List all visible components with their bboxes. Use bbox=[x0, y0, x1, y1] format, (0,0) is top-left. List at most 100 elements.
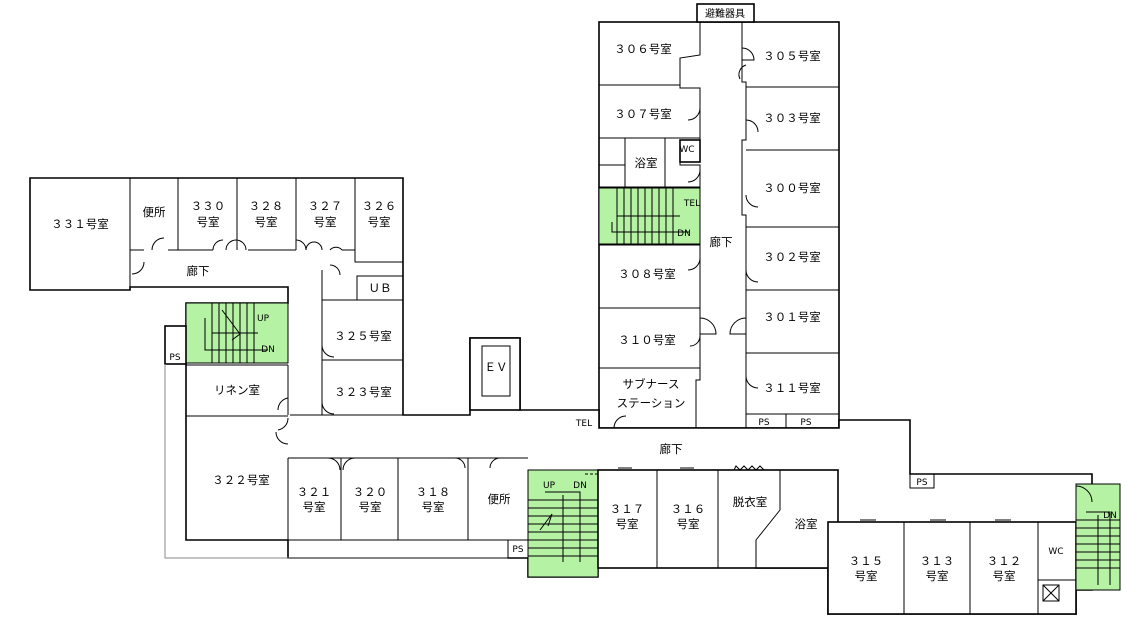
label-tel-south: TEL bbox=[575, 419, 592, 429]
elevator-shaft bbox=[481, 345, 511, 397]
door-toilet-s bbox=[489, 457, 501, 469]
label-301: ３０１号室 bbox=[763, 310, 821, 324]
ub-box bbox=[356, 275, 404, 301]
label-321-suffix: 号室 bbox=[303, 500, 326, 514]
door-bath bbox=[687, 169, 701, 183]
label-322: ３２２号室 bbox=[212, 473, 270, 487]
label-312-suffix: 号室 bbox=[993, 569, 1016, 583]
label-bath-north: 浴室 bbox=[635, 156, 658, 170]
label-up-west: UP bbox=[257, 314, 270, 324]
label-312-num: ３１２ bbox=[987, 554, 1022, 568]
label-toilet-south: 便所 bbox=[488, 492, 511, 506]
door-323 bbox=[321, 401, 335, 415]
door-ub bbox=[329, 264, 341, 276]
label-ps-east: PS bbox=[916, 478, 927, 488]
label-310: ３１０号室 bbox=[618, 333, 676, 347]
label-326-num: ３２６ bbox=[362, 199, 397, 213]
label-ps-b: PS bbox=[800, 418, 811, 428]
label-dn-west: DN bbox=[261, 345, 275, 355]
door-301 bbox=[729, 317, 747, 335]
label-331: ３３１号室 bbox=[51, 217, 109, 231]
label-311: ３１１号室 bbox=[763, 381, 821, 395]
label-toilet-west: 便所 bbox=[143, 205, 166, 219]
door-toilet-w bbox=[151, 237, 165, 251]
label-306: ３０６号室 bbox=[614, 42, 672, 56]
south-east-wing bbox=[527, 465, 1121, 615]
door-318 bbox=[454, 457, 466, 469]
north-corridor-east-wall bbox=[741, 22, 747, 428]
door-310 bbox=[699, 317, 717, 335]
label-changing: 脱衣室 bbox=[733, 495, 768, 509]
label-315-suffix: 号室 bbox=[855, 569, 878, 583]
label-corridor-north: 廊下 bbox=[710, 235, 733, 249]
door-322-b bbox=[275, 431, 289, 445]
elevator-outer bbox=[469, 337, 521, 411]
label-wc-east: WC bbox=[1048, 547, 1063, 557]
wall-changing-bath bbox=[755, 470, 781, 568]
label-321-num: ３２１ bbox=[297, 485, 332, 499]
label-303: ３０３号室 bbox=[763, 111, 821, 125]
door-305 bbox=[741, 47, 755, 61]
door-330 bbox=[212, 239, 224, 251]
south-stairs-treads bbox=[528, 491, 598, 562]
label-325: ３２５号室 bbox=[334, 329, 392, 343]
door-300 bbox=[745, 194, 759, 208]
label-327-num: ３２７ bbox=[308, 199, 343, 213]
door-307 bbox=[687, 107, 701, 121]
door-321 bbox=[327, 457, 341, 471]
label-326-suffix: 号室 bbox=[368, 215, 391, 229]
label-317-num: ３１７ bbox=[610, 502, 645, 516]
label-tel-north: TEL bbox=[683, 199, 700, 209]
door-327 bbox=[305, 241, 323, 251]
label-station-2: ステーション bbox=[617, 396, 686, 410]
label-323: ３２３号室 bbox=[334, 385, 392, 399]
label-302: ３０２号室 bbox=[763, 250, 821, 264]
door-308 bbox=[687, 257, 701, 271]
label-313-num: ３１３ bbox=[920, 554, 955, 568]
evac-equipment-box bbox=[696, 3, 755, 23]
north-wing bbox=[598, 3, 840, 429]
label-ps-west: PS bbox=[169, 353, 180, 363]
east-rooms-block bbox=[827, 521, 1077, 615]
label-corridor-west: 廊下 bbox=[187, 264, 210, 278]
label-315-num: ３１５ bbox=[849, 554, 884, 568]
shaft-x2 bbox=[1042, 584, 1060, 602]
ps-west-duct bbox=[164, 364, 508, 559]
door-302 bbox=[745, 269, 759, 283]
door-east-stairs bbox=[1075, 485, 1093, 503]
wc-north-box bbox=[679, 139, 701, 163]
door-311 bbox=[745, 375, 759, 389]
label-318-suffix: 号室 bbox=[422, 500, 445, 514]
door-linen bbox=[277, 397, 289, 411]
door-305-b bbox=[738, 64, 747, 80]
door-310-b bbox=[689, 335, 701, 347]
label-wc-north: WC bbox=[679, 145, 694, 155]
changing-vent bbox=[733, 465, 765, 471]
label-318-num: ３１８ bbox=[416, 485, 451, 499]
label-station-1: サブナース bbox=[623, 377, 680, 391]
label-328-num: ３２８ bbox=[249, 199, 284, 213]
label-316-num: ３１６ bbox=[671, 502, 706, 516]
door-320 bbox=[342, 457, 356, 471]
label-evac: 避難器具 bbox=[705, 7, 745, 20]
ps-west-box bbox=[164, 325, 187, 365]
door-330-328 bbox=[225, 239, 247, 251]
door-322-a bbox=[277, 417, 289, 431]
label-328-suffix: 号室 bbox=[255, 215, 278, 229]
door-station bbox=[613, 415, 627, 429]
label-elevator: ＥＶ bbox=[485, 360, 508, 374]
label-bath-south: 浴室 bbox=[795, 517, 818, 531]
label-313-suffix: 号室 bbox=[926, 569, 949, 583]
label-linen: リネン室 bbox=[214, 383, 260, 397]
door-303 bbox=[745, 119, 759, 133]
label-307: ３０７号室 bbox=[614, 107, 672, 121]
label-up-south: UP bbox=[543, 481, 556, 491]
label-317-suffix: 号室 bbox=[616, 517, 639, 531]
door-331 bbox=[131, 261, 145, 275]
label-300: ３００号室 bbox=[763, 181, 821, 195]
ps-east-box bbox=[909, 473, 935, 489]
label-dn-north: DN bbox=[677, 229, 691, 239]
label-corridor-south: 廊下 bbox=[660, 442, 683, 456]
label-330-suffix: 号室 bbox=[197, 215, 220, 229]
